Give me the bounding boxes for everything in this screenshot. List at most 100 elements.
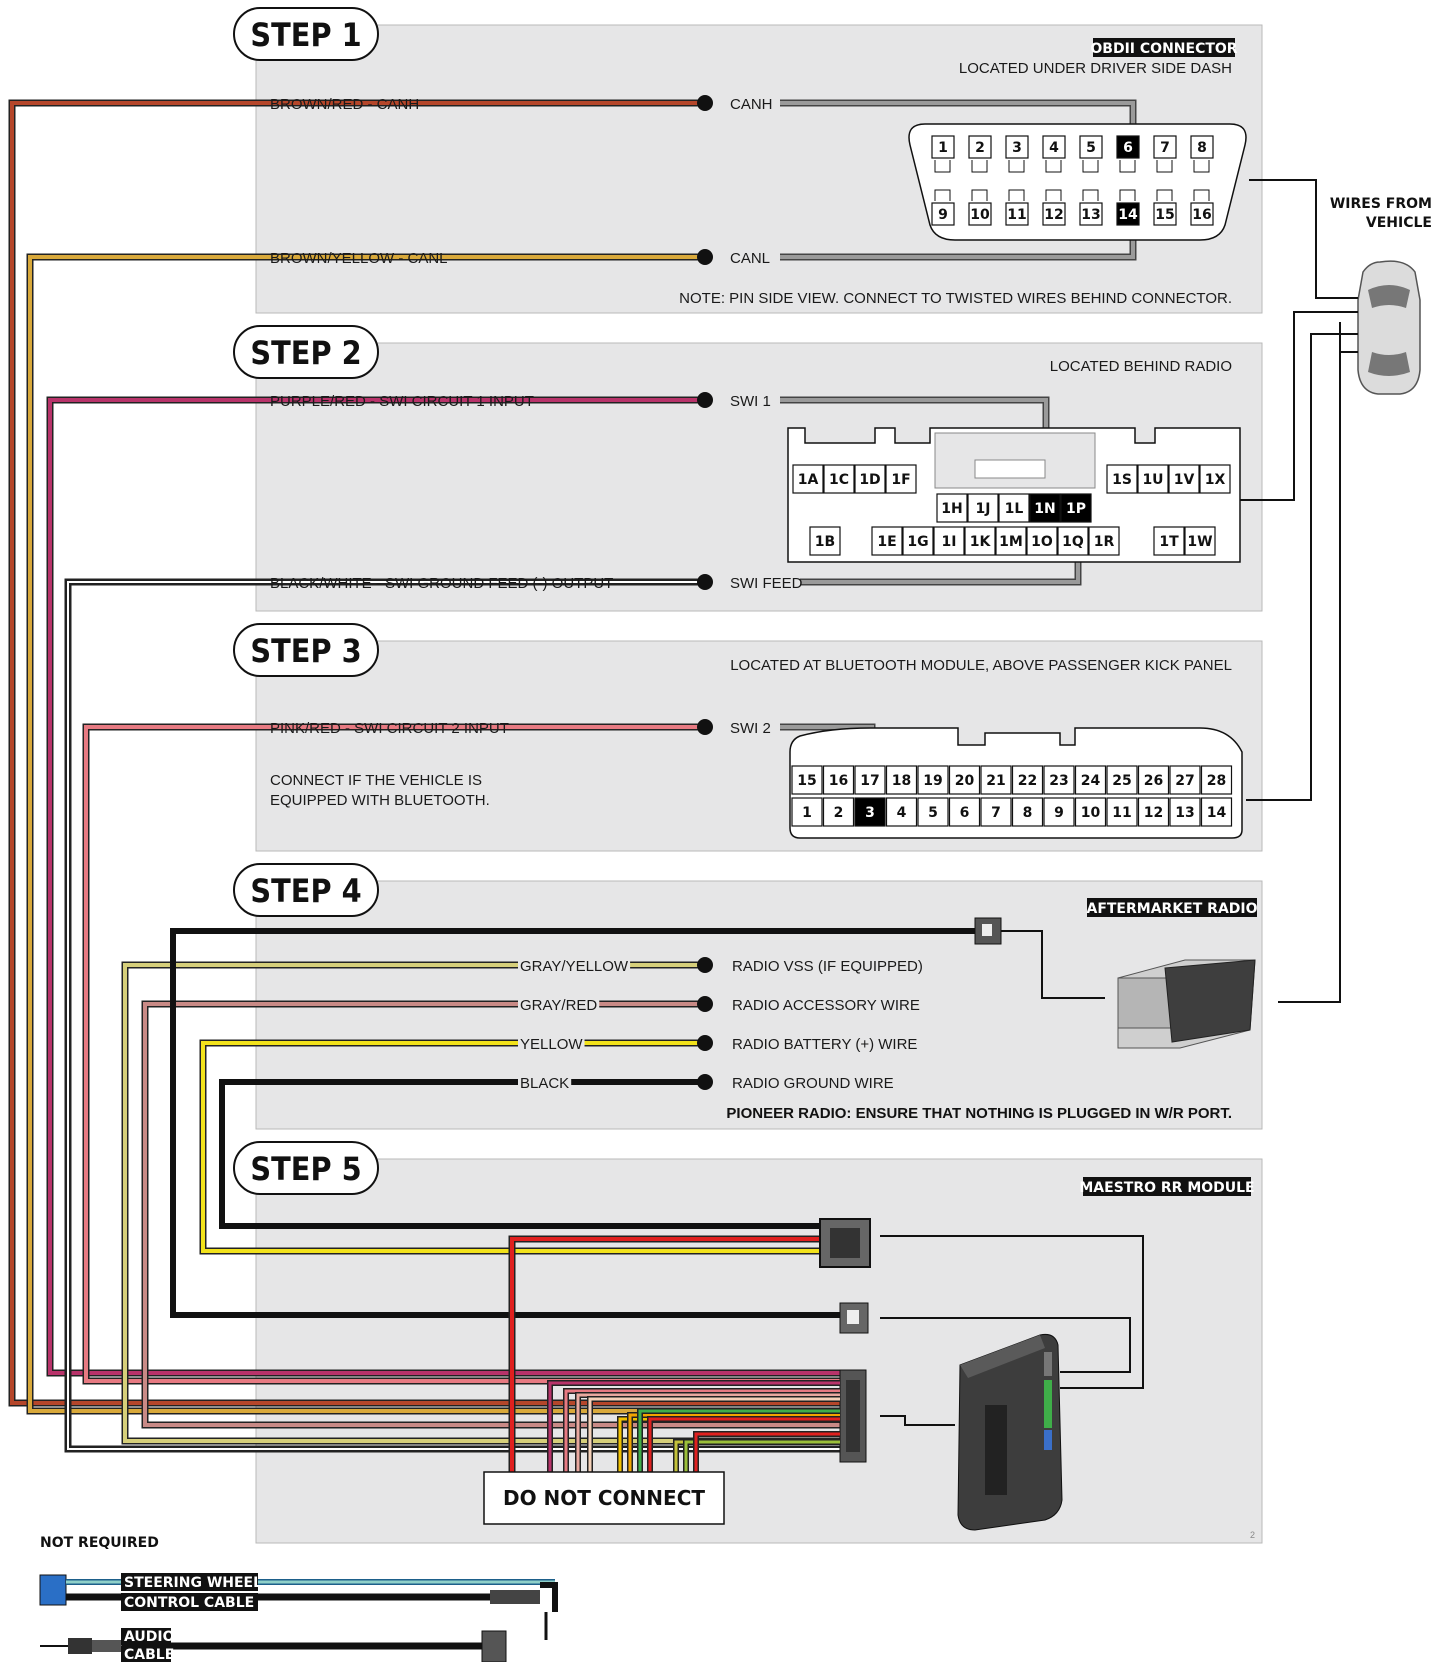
bt-pin-8-label: 8 [1023, 805, 1033, 821]
wire-black [219, 1079, 820, 1229]
obd-pin-14-label: 14 [1118, 207, 1138, 223]
radio-pin-1U: 1U [1137, 464, 1169, 494]
audio-cable-line2: CABLE [124, 1647, 174, 1662]
radio-pin-1Q: 1Q [1057, 526, 1089, 556]
obd-pin-11-label: 11 [1007, 207, 1026, 223]
obd-pin-9: 9 [931, 202, 955, 226]
obd-pin-13: 13 [1079, 202, 1103, 226]
radio-pin-1X-label: 1X [1205, 472, 1226, 488]
step1-wire1-target: CANH [730, 96, 773, 113]
bt-pin-9: 9 [1043, 797, 1075, 827]
radio-pin-1Q-label: 1Q [1062, 534, 1084, 550]
bt-pin-17-label: 17 [860, 773, 879, 789]
obd-pin-8: 8 [1190, 135, 1214, 159]
step2-title: STEP 2 [250, 334, 361, 372]
bt-pin-5: 5 [917, 797, 949, 827]
obd-pin-16-label: 16 [1192, 207, 1211, 223]
radio-pin-1J-label: 1J [976, 501, 991, 517]
step2-badge: STEP 2 [233, 325, 379, 379]
obd-pin-10: 10 [968, 202, 992, 226]
bt-pin-16: 16 [822, 765, 855, 795]
step4-wire-row: BLACK RADIO GROUND WIRE [518, 1071, 894, 1093]
bt-pin-6-label: 6 [960, 805, 970, 821]
bt-pin-4: 4 [885, 797, 918, 827]
step1-tag: OBDII CONNECTOR [1090, 41, 1237, 57]
obd-pin-14: 14 [1116, 202, 1140, 226]
bt-pin-10-label: 10 [1081, 805, 1101, 821]
step3-note-line1: CONNECT IF THE VEHICLE IS [270, 772, 482, 789]
step4-wire-target: RADIO VSS (IF EQUIPPED) [732, 958, 923, 975]
step5-panel [255, 1158, 1263, 1544]
step3-note-line2: EQUIPPED WITH BLUETOOTH. [270, 792, 490, 809]
vehicle-label-line2: VEHICLE [1366, 215, 1432, 231]
step2-wire2-target: SWI FEED [730, 575, 803, 592]
obd-pin-10-label: 10 [970, 207, 990, 223]
step3-wire1-target: SWI 2 [730, 720, 771, 737]
step1-wire1-label: BROWN/RED - CANH [270, 96, 419, 113]
bt-pin-1-label: 1 [802, 805, 812, 821]
bt-pin-18: 18 [885, 765, 918, 795]
step5-badge: STEP 5 [233, 1141, 379, 1195]
obd-pin-15-label: 15 [1155, 207, 1174, 223]
obd-pin-2-label: 2 [975, 140, 985, 156]
step1-badge: STEP 1 [233, 7, 379, 61]
audio-cable-line1: AUDIO [124, 1629, 175, 1645]
vehicle-label-line1: WIRES FROM [1330, 196, 1432, 212]
bt-pin-26: 26 [1137, 765, 1170, 795]
radio-pin-1X: 1X [1199, 464, 1231, 494]
car-icon [1357, 260, 1421, 395]
obd-pin-12-label: 12 [1044, 207, 1063, 223]
steering-cable-line1: STEERING WHEEL [124, 1575, 262, 1591]
step3-wire1-label: PINK/RED - SWI CIRCUIT 2 INPUT [270, 720, 509, 737]
bt-pin-17: 17 [854, 765, 886, 795]
step1-wire2-target: CANL [730, 250, 770, 267]
bt-pin-2: 2 [822, 797, 855, 827]
step4-wire-target: RADIO GROUND WIRE [732, 1075, 894, 1092]
radio-pin-1E: 1E [871, 526, 903, 556]
step4-wire-target: RADIO BATTERY (+) WIRE [732, 1036, 917, 1053]
obd-pin-4: 4 [1042, 135, 1066, 159]
radio-pin-1I-label: 1I [942, 534, 957, 550]
obd-pin-7-label: 7 [1160, 140, 1170, 156]
radio-pin-1V-label: 1V [1174, 472, 1195, 488]
obd-pin-11: 11 [1005, 202, 1029, 226]
radio-pin-1M-label: 1M [999, 534, 1023, 550]
obd-pin-6: 6 [1116, 135, 1140, 159]
bt-pin-25-label: 25 [1112, 773, 1131, 789]
radio-pin-1D-label: 1D [859, 472, 880, 488]
step3-title: STEP 3 [250, 632, 361, 670]
page-number: 2 [1250, 1530, 1255, 1540]
radio-pin-1W: 1W [1184, 526, 1216, 556]
bt-pin-8: 8 [1011, 797, 1044, 827]
step2-wire2-label: BLACK/WHITE - SWI GROUND FEED (-) OUTPUT [270, 575, 613, 592]
bt-pin-3-label: 3 [865, 805, 875, 821]
bt-pin-9-label: 9 [1054, 805, 1064, 821]
audio-cable: AUDIO CABLE [40, 1628, 507, 1662]
radio-pin-1L: 1L [998, 493, 1030, 523]
radio-pin-1O-label: 1O [1031, 534, 1053, 550]
radio-pin-1N-label: 1N [1034, 501, 1055, 517]
bt-pin-11-label: 11 [1112, 805, 1131, 821]
bt-pin-21-label: 21 [986, 773, 1005, 789]
step4-wire-target: RADIO ACCESSORY WIRE [732, 997, 920, 1014]
radio-pin-1U-label: 1U [1142, 472, 1163, 488]
step4-wire-label: BLACK [520, 1075, 569, 1092]
obd-pin-2: 2 [968, 135, 992, 159]
do-not-connect-box [483, 1471, 725, 1525]
bt-pin-12-label: 12 [1144, 805, 1163, 821]
bt-pin-22: 22 [1011, 765, 1044, 795]
step5-tag: MAESTRO RR MODULE [1079, 1180, 1254, 1196]
step4-note: PIONEER RADIO: ENSURE THAT NOTHING IS PL… [726, 1105, 1232, 1122]
bt-pin-20-label: 20 [955, 773, 975, 789]
bt-pin-20: 20 [948, 765, 981, 795]
bt-pin-26-label: 26 [1144, 773, 1163, 789]
obd-pin-15: 15 [1153, 202, 1177, 226]
bt-pin-28-label: 28 [1207, 773, 1226, 789]
